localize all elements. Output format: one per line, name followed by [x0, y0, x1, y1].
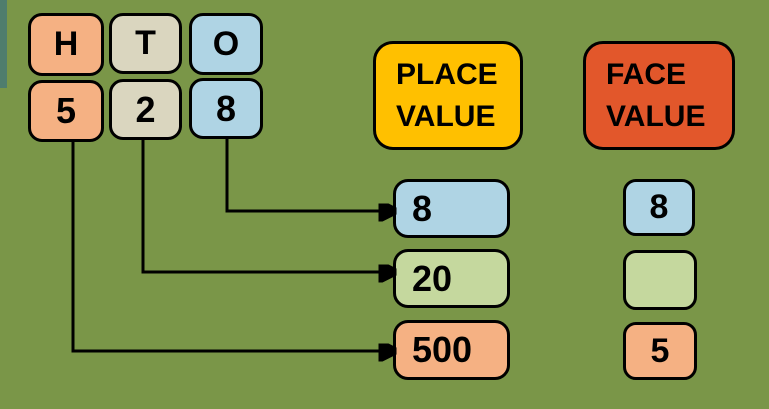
digit-ones-value: 8: [215, 87, 237, 129]
place-value-header-line2: VALUE: [396, 99, 496, 133]
place-value-tens: 20: [412, 257, 453, 299]
arrow-hundreds-to-place-value-icon: [71, 142, 386, 351]
digit-box-hundreds: 5: [28, 80, 104, 142]
place-value-hundreds: 500: [412, 329, 473, 370]
digit-box-tens: 2: [109, 79, 182, 140]
place-value-header: PLACE VALUE: [373, 41, 523, 150]
digit-header-tens-label: T: [135, 24, 156, 62]
digit-hundreds-value: 5: [55, 90, 77, 131]
digit-box-ones: 8: [189, 78, 263, 139]
face-value-ones: 8: [649, 188, 669, 226]
face-value-header-line1: FACE: [606, 57, 687, 91]
digit-tens-value: 2: [135, 88, 156, 130]
left-accent-bar: [0, 0, 7, 88]
face-value-header: FACE VALUE: [583, 41, 735, 150]
place-value-ones: 8: [412, 187, 433, 229]
digit-header-ones-label: O: [212, 24, 240, 63]
digit-header-tens: T: [109, 13, 182, 74]
place-value-header-line1: PLACE: [396, 57, 498, 91]
arrow-ones-to-place-value-icon: [225, 139, 386, 211]
face-value-box-ones: 8: [623, 179, 695, 236]
face-value-header-line2: VALUE: [606, 99, 706, 133]
digit-header-ones: O: [189, 13, 263, 75]
digit-header-hundreds: H: [28, 13, 104, 76]
place-value-box-hundreds: 500: [393, 320, 510, 380]
face-value-hundreds: 5: [650, 331, 670, 370]
face-value-box-tens: [623, 250, 697, 310]
place-value-box-tens: 20: [393, 249, 510, 308]
place-value-box-ones: 8: [393, 179, 510, 238]
arrow-tens-to-place-value-icon: [141, 140, 386, 272]
digit-header-hundreds-label: H: [53, 25, 79, 63]
face-value-box-hundreds: 5: [623, 322, 697, 380]
